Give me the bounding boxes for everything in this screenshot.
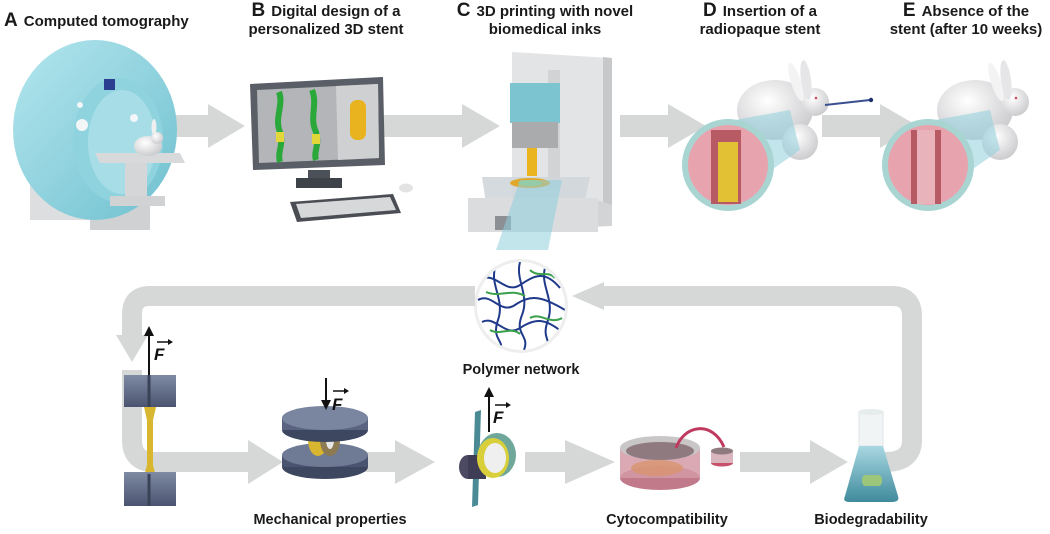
polymer-network-icon <box>474 259 568 353</box>
panel-d-letter: D <box>703 0 717 21</box>
panel-c-label: C 3D printing with novel biomedical inks <box>445 0 645 39</box>
caption-mechanical-properties: Mechanical properties <box>253 512 407 528</box>
force-label-tensile: F <box>154 345 165 364</box>
loop-arrow-left-head <box>116 335 148 362</box>
loop-arrow-left <box>122 286 475 472</box>
panel-d-title-line2: radiopaque stent <box>699 21 821 38</box>
ct-scanner-icon <box>13 40 185 230</box>
caption-biodegradability: Biodegradability <box>814 512 928 528</box>
panel-a-title: Computed tomography <box>23 13 189 30</box>
caption-cytocompatibility: Cytocompatibility <box>606 512 728 528</box>
panel-b-title-line2: personalized 3D stent <box>248 21 404 38</box>
arrow-b-to-c <box>384 104 500 148</box>
panel-b-letter: B <box>251 0 266 21</box>
arrow-tensile-to-compression <box>230 440 283 484</box>
arrow-compression-to-peel <box>355 440 435 484</box>
panel-d-illustration <box>682 60 874 211</box>
panel-c-letter: C <box>456 0 471 21</box>
panel-d-label: D Insertion of a radiopaque stent <box>690 0 830 39</box>
force-label-compression: F <box>332 395 343 414</box>
compression-test-icon: F <box>282 378 368 479</box>
panel-a-letter: A <box>4 10 18 31</box>
panel-e-title-line2: stent (after 10 weeks) <box>889 21 1043 38</box>
culture-dish-icon <box>620 427 733 490</box>
panel-e-title-line1: Absence of the <box>921 3 1030 20</box>
rabbit-icon <box>134 119 163 156</box>
tensile-test-icon: F <box>124 326 176 506</box>
arrow-c-to-d <box>620 104 706 148</box>
caption-polymer-network: Polymer network <box>462 362 580 378</box>
ring-tension-test-icon: F <box>459 387 516 507</box>
computer-monitor-icon <box>250 77 413 222</box>
force-label-ring: F <box>493 408 504 427</box>
panel-e-illustration <box>882 60 1029 211</box>
panel-d-title-line1: Insertion of a <box>722 3 817 20</box>
panel-b-title-line1: Digital design of a <box>271 3 401 20</box>
bioprinter-icon <box>468 52 612 250</box>
panel-e-label: E Absence of the stent (after 10 weeks) <box>882 0 1050 39</box>
panel-c-title-line1: 3D printing with novel <box>476 3 634 20</box>
arrow-peel-to-dish <box>525 440 615 484</box>
panel-a-label: A Computed tomography <box>4 10 189 31</box>
loop-arrow-right <box>600 286 922 472</box>
arrow-dish-to-flask <box>740 440 848 484</box>
loop-arrow-right-head <box>572 282 604 310</box>
panel-e-letter: E <box>902 0 916 21</box>
erlenmeyer-flask-icon <box>844 409 899 502</box>
panel-c-title-line2: biomedical inks <box>488 21 602 38</box>
panel-b-label: B Digital design of a personalized 3D ste… <box>236 0 416 39</box>
arrow-a-to-b <box>162 104 245 148</box>
